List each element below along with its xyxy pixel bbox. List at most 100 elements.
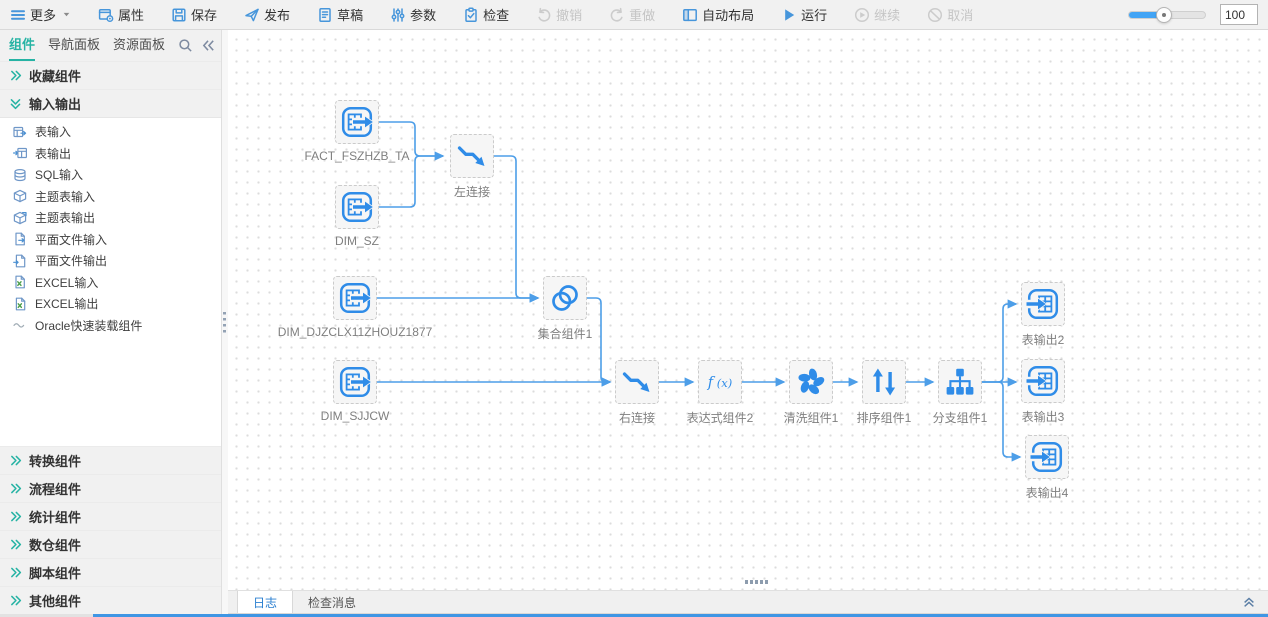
toolbar-check-label: 检查 [483,8,510,23]
node-dim_djzclx[interactable] [333,276,377,320]
node-out_4[interactable] [1025,435,1069,479]
sidebar-section-flow[interactable]: 流程组件 [0,474,221,502]
sidebar-section-statistics[interactable]: 统计组件 [0,502,221,530]
component-item-label: 主题表输出 [35,211,96,226]
sidebar-section-label: 收藏组件 [29,69,82,84]
toolbar-params-label: 参数 [410,8,437,23]
panel-splitter[interactable] [222,30,228,614]
edge-branch_1-to-out_2 [982,299,1018,383]
component-item-label: 平面文件输入 [35,232,108,247]
sidebar-section-script[interactable]: 脚本组件 [0,558,221,586]
sidebar-section-warehouse[interactable]: 数仓组件 [0,530,221,558]
node-out_3[interactable] [1021,359,1065,403]
sidebar-tab-nav-panel[interactable]: 导航面板 [48,37,101,52]
node-branch_1[interactable] [938,360,982,404]
toolbar-buttons: 更多属性保存发布草稿参数检查撤销重做自动布局运行继续取消 [10,5,973,24]
zoom-slider[interactable] [1128,6,1206,23]
branch-node-icon [943,365,977,399]
clean-node-icon [794,365,828,399]
toolbar-publish-button[interactable]: 发布 [244,5,290,24]
toolbar-check-button[interactable]: 检查 [463,5,509,24]
bottom-tab-log[interactable]: 日志 [237,591,294,613]
toolbar-draft-button[interactable]: 草稿 [317,5,363,24]
toolbar-params-button[interactable]: 参数 [390,5,436,24]
toolbar-properties-button[interactable]: 属性 [98,5,144,24]
toolbar-run-label: 运行 [801,8,828,23]
search-icon[interactable] [178,38,193,53]
toolbar-auto-layout-button[interactable]: 自动布局 [682,5,754,24]
node-set_1[interactable] [543,276,587,320]
table-out-node-icon [1026,364,1060,398]
sidebar-section-input-output[interactable]: 输入输出 [0,89,221,117]
toolbar: 更多属性保存发布草稿参数检查撤销重做自动布局运行继续取消 [0,0,1268,30]
component-item-label: 主题表输入 [35,189,96,204]
excel-in-icon [13,275,27,289]
node-dim_sjjcw[interactable] [333,360,377,404]
toolbar-auto-layout-label: 自动布局 [702,8,755,23]
component-item[interactable]: 平面文件输入 [0,229,221,251]
zoom-slider-knob[interactable] [1156,6,1172,23]
bottom-tab-check-messages[interactable]: 检查消息 [308,595,357,610]
venn-node-icon [548,281,582,315]
toolbar-more-button[interactable]: 更多 [10,5,71,24]
canvas-resize-handle[interactable] [745,580,768,584]
node-left_join[interactable] [450,134,494,178]
node-fact[interactable] [335,100,379,144]
toolbar-properties-label: 属性 [118,8,145,23]
component-item[interactable]: EXCEL输出 [0,293,221,315]
toolbar-more-label: 更多 [30,8,57,23]
toolbar-run-button[interactable]: 运行 [781,5,827,24]
table-out-node-icon [1030,440,1064,474]
cube-in-icon [13,189,27,203]
sidebar-section-label: 转换组件 [29,454,82,469]
node-clean_1[interactable] [789,360,833,404]
toolbar-save-button[interactable]: 保存 [171,5,217,24]
cube-out-icon [13,211,27,225]
bottom-panel: 日志检查消息 [228,590,1268,614]
sidebar-section-label: 数仓组件 [29,538,82,553]
sidebar-section-favorites[interactable]: 收藏组件 [0,61,221,89]
chevron-double-right-icon [9,69,22,82]
component-item[interactable]: 主题表输出 [0,207,221,229]
node-expr_2[interactable]: f (x) [698,360,742,404]
chevron-double-down-icon [9,97,22,110]
excel-out-icon [13,297,27,311]
table-in-icon [13,125,27,139]
toolbar-cancel-label: 取消 [947,8,974,23]
component-item[interactable]: 表输出 [0,143,221,165]
splitter-grip-icon[interactable] [223,312,226,334]
component-item[interactable]: SQL输入 [0,164,221,186]
zoom-level-input[interactable] [1220,4,1258,25]
expand-panel-button[interactable] [1242,591,1268,613]
node-right_join[interactable] [615,360,659,404]
oracle-icon [13,318,27,332]
file-in-icon [13,232,27,246]
component-item[interactable]: 表输入 [0,121,221,143]
edge-set_1-to-right_join [587,297,612,387]
edge-left_join-to-set_1 [494,155,540,303]
sidebar-section-other[interactable]: 其他组件 [0,586,221,614]
node-out_2[interactable] [1021,282,1065,326]
table-in-node-icon [338,365,372,399]
sidebar-section-transform[interactable]: 转换组件 [0,446,221,474]
svg-text:f (x): f (x) [707,375,733,391]
sidebar-tab-resource-panel[interactable]: 资源面板 [113,37,166,52]
toolbar-right [1128,4,1258,25]
bottom-edge [93,614,1268,617]
node-sort_1[interactable] [862,360,906,404]
toolbar-redo-label: 重做 [629,8,656,23]
component-item[interactable]: EXCEL输入 [0,272,221,294]
component-item[interactable]: 主题表输入 [0,186,221,208]
node-dim_sz[interactable] [335,185,379,229]
edge-branch_1-to-out_4 [982,381,1022,462]
collapse-sidebar-icon[interactable] [201,38,216,53]
component-item[interactable]: Oracle快速装载组件 [0,315,221,337]
component-item[interactable]: 平面文件输出 [0,250,221,272]
table-in-node-icon [340,190,374,224]
sidebar-tab-components[interactable]: 组件 [9,30,36,61]
component-item-label: 平面文件输出 [35,254,108,269]
chevron-double-right-icon [9,510,22,523]
chevron-double-right-icon [9,566,22,579]
